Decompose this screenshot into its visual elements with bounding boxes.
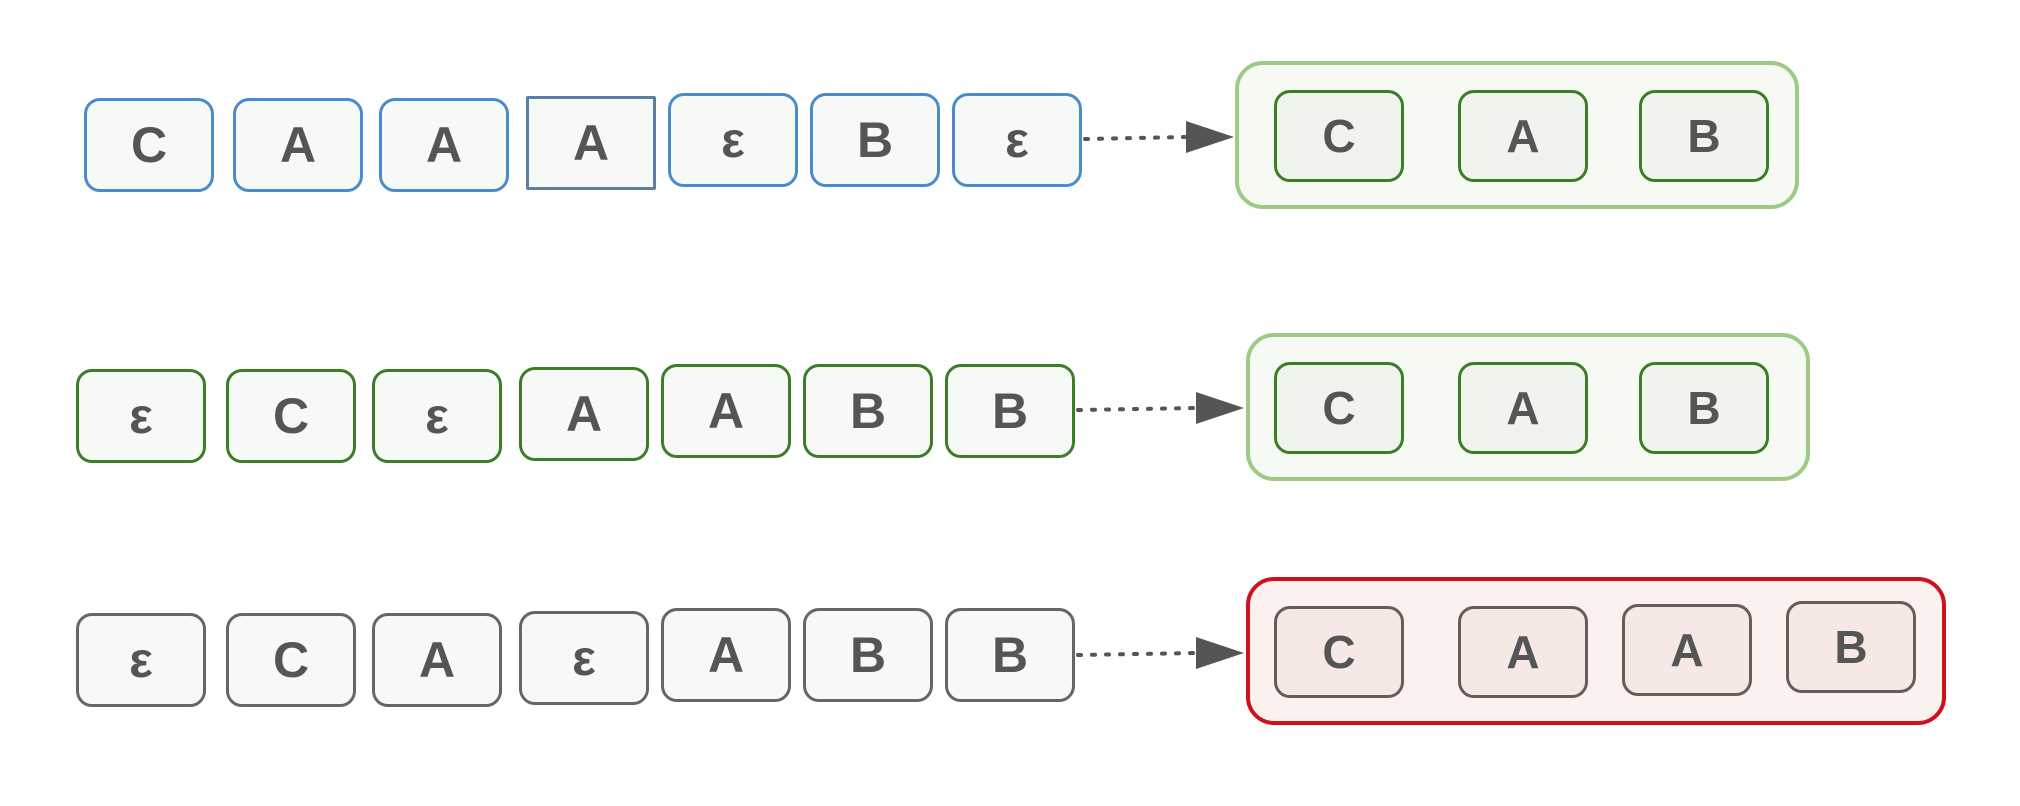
- row-2-input-token: A: [519, 367, 649, 461]
- row-2-output-box: C A B: [1246, 333, 1810, 481]
- row-1-output-token: B: [1639, 90, 1769, 182]
- row-2-output-token: C: [1274, 362, 1404, 454]
- row-2-input-token: B: [945, 364, 1075, 458]
- row-1-input-token: A: [379, 98, 509, 192]
- row-2-output-token: A: [1458, 362, 1588, 454]
- row-3-input-token: B: [945, 608, 1075, 702]
- row-2-input-token: B: [803, 364, 933, 458]
- row-3-input-token: A: [372, 613, 502, 707]
- row-3-arrow: [1076, 637, 1244, 669]
- row-3-input-token: C: [226, 613, 356, 707]
- row-2-input-token: A: [661, 364, 791, 458]
- row-1-output-token: C: [1274, 90, 1404, 182]
- row-1-arrow: [1083, 121, 1234, 153]
- row-1-input-token: B: [810, 93, 940, 187]
- row-1-input-token: ε: [952, 93, 1082, 187]
- row-1-output-box: C A B: [1235, 61, 1799, 209]
- row-2-output-token: B: [1639, 362, 1769, 454]
- row-1-input-token: ε: [668, 93, 798, 187]
- row-3-output-token: A: [1622, 604, 1752, 696]
- row-2-input-token: ε: [76, 369, 206, 463]
- row-3-input-token: ε: [519, 611, 649, 705]
- row-1-input-token: A: [526, 96, 656, 190]
- row-3-output-token: C: [1274, 606, 1404, 698]
- row-3-output-token: A: [1458, 606, 1588, 698]
- row-2-input-token: C: [226, 369, 356, 463]
- row-1-output-token: A: [1458, 90, 1588, 182]
- row-3-output-token: B: [1786, 601, 1916, 693]
- row-3-input-token: ε: [76, 613, 206, 707]
- row-3-input-token: B: [803, 608, 933, 702]
- row-3-output-box-invalid: C A A B: [1246, 577, 1946, 725]
- row-3-input-token: A: [661, 608, 791, 702]
- row-1-input-token: A: [233, 98, 363, 192]
- row-2-input-token: ε: [372, 369, 502, 463]
- row-1-input-token: C: [84, 98, 214, 192]
- row-2-arrow: [1076, 392, 1244, 424]
